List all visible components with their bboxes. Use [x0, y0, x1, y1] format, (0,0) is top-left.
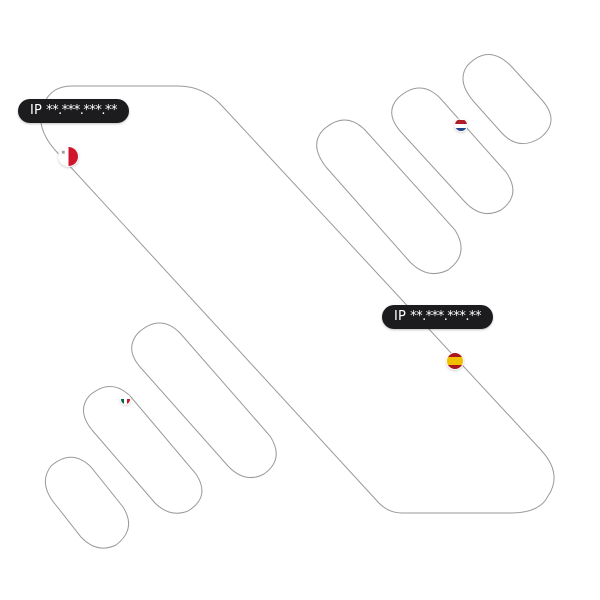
mexico-flag-icon	[121, 395, 130, 404]
ip-prefix-label: IP	[394, 309, 407, 324]
malta-flag-icon	[59, 147, 78, 166]
route-capsule-top-right	[462, 54, 552, 145]
ip-prefix-label: IP	[30, 103, 43, 118]
ip-address-tag: IP**.***.***.**	[382, 305, 493, 329]
masked-ip-value: **.***.***.**	[46, 103, 117, 118]
route-capsule-bottom-left	[44, 456, 130, 549]
route-capsule-upper	[391, 87, 514, 215]
main-route-path	[40, 85, 555, 514]
netherlands-flag-icon	[455, 119, 467, 131]
ip-address-tag: IP**.***.***.**	[18, 99, 129, 123]
route-capsule-middle	[316, 119, 462, 275]
masked-ip-value: **.***.***.**	[410, 309, 481, 324]
route-capsule-lower	[83, 386, 203, 514]
spain-flag-icon	[447, 353, 463, 369]
route-capsule-lower-long	[131, 322, 277, 479]
